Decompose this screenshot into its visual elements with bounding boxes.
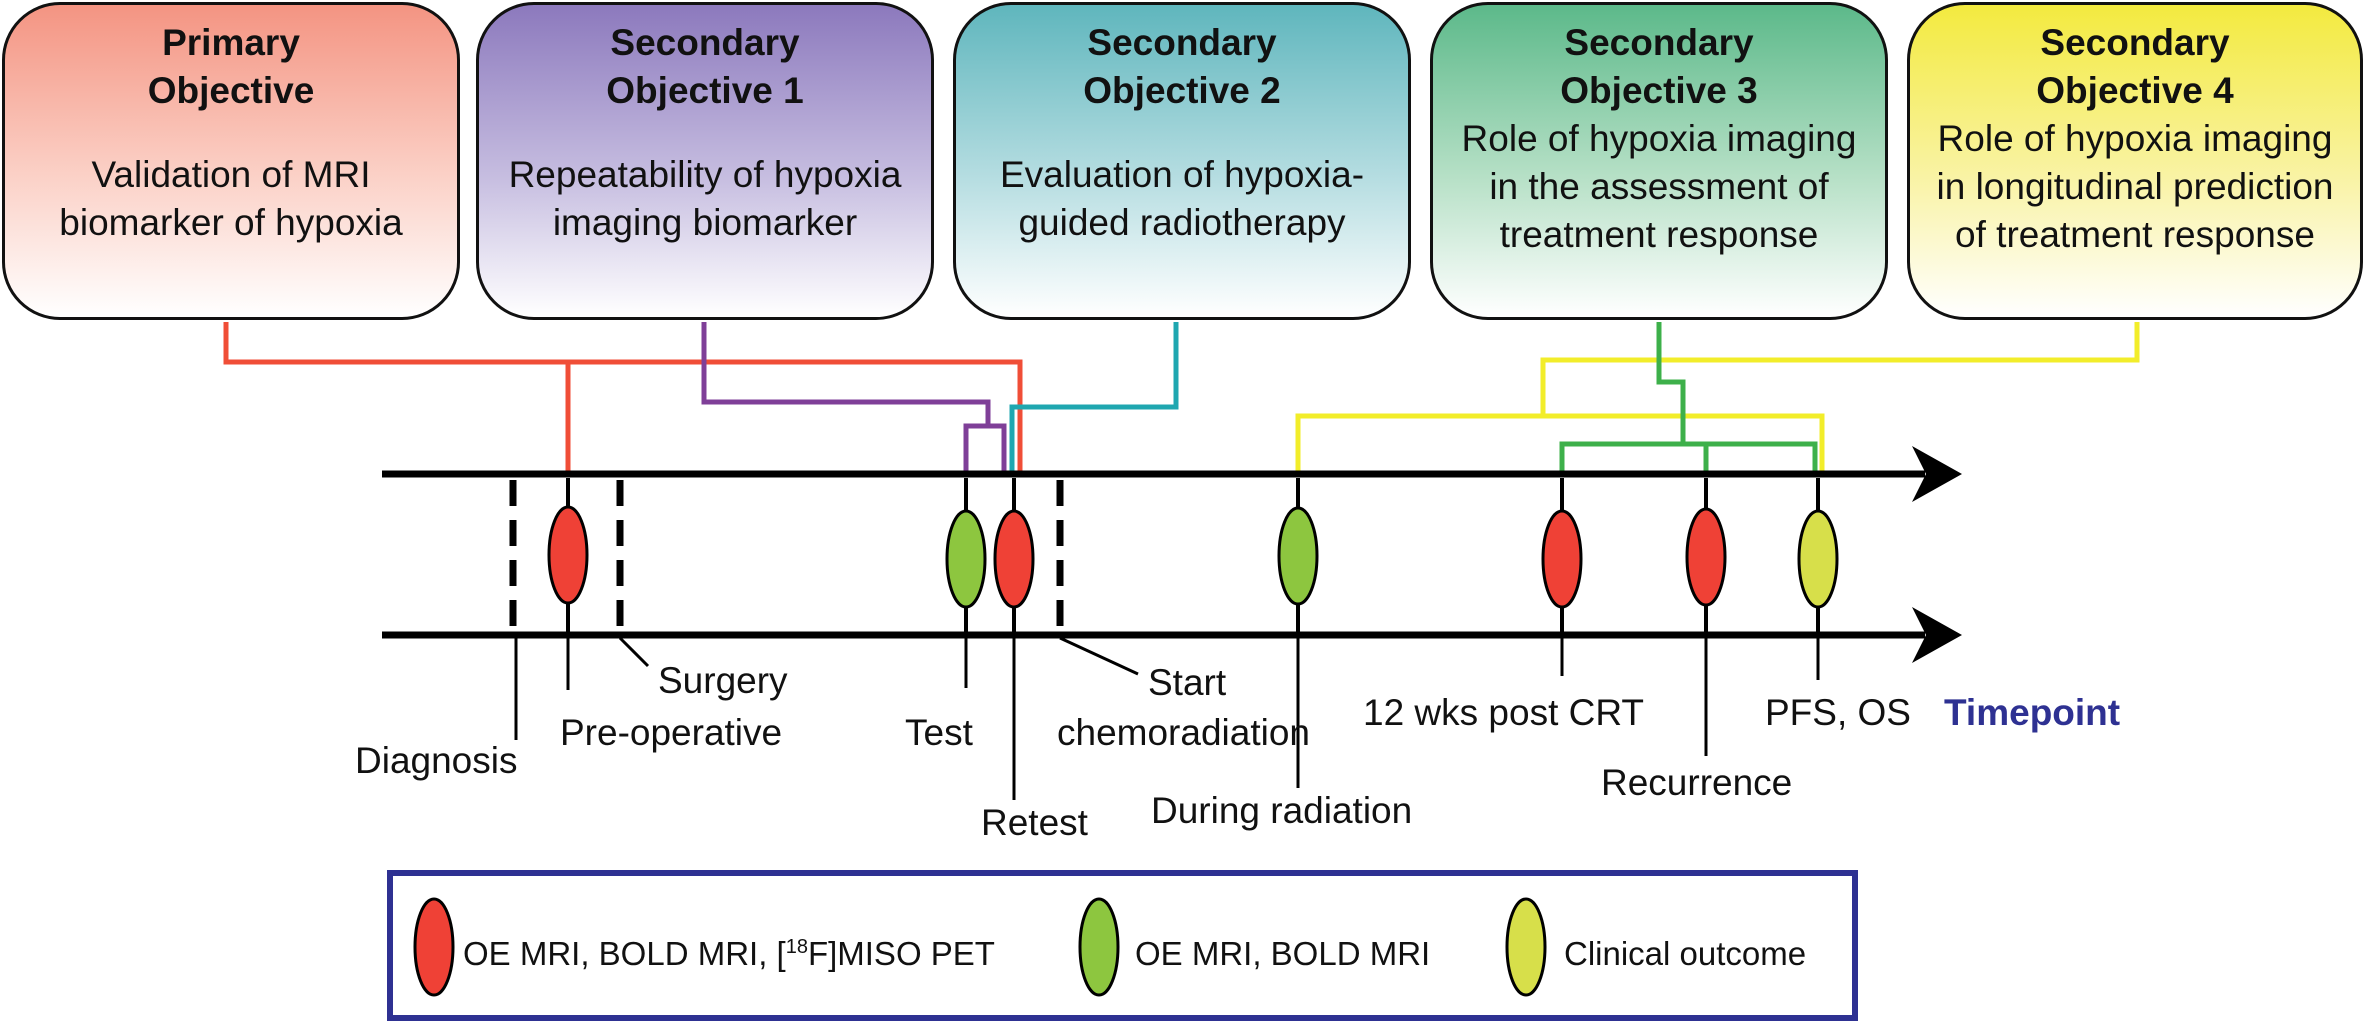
objective-description: Role of hypoxia imaging in the assessmen… (1461, 118, 1857, 255)
secondary2-connector (1009, 322, 1179, 476)
objective-title: Secondary Objective 4 (2036, 22, 2234, 111)
objective-description: Role of hypoxia imaging in longitudinal … (1936, 118, 2334, 255)
legend-marker-red (413, 897, 455, 997)
label-test: Test (905, 712, 973, 753)
objective-title: Primary Objective (147, 22, 315, 111)
start-chemoradiation-leader (1059, 636, 1139, 676)
label-during-radiation: During radiation (1151, 790, 1413, 831)
surgery-leader (618, 636, 650, 668)
label-start-chemoradiation-line1: Start (1148, 662, 1227, 703)
label-diagnosis: Diagnosis (355, 740, 518, 781)
legend-label-yellow: Clinical outcome (1564, 935, 1807, 972)
legend (387, 870, 1858, 1021)
label-retest: Retest (981, 802, 1088, 843)
legend-marker-green (1078, 897, 1120, 997)
objective-title: Secondary Objective 2 (1083, 22, 1281, 111)
label-start-chemoradiation-line2: chemoradiation (1057, 712, 1310, 753)
objective-box-secondary-1: Secondary Objective 1 Repeatability of h… (476, 2, 934, 320)
marker-test (945, 509, 987, 609)
label-leader-lines (514, 636, 1820, 800)
legend-border (387, 870, 1858, 1021)
legend-label-red-sup: 18 (785, 936, 808, 958)
label-recurrence: Recurrence (1601, 762, 1793, 803)
marker-ticks (566, 478, 1820, 632)
label-post-crt: 12 wks post CRT (1363, 692, 1645, 733)
imaging-markers (547, 505, 1839, 609)
objective-title: Secondary Objective 1 (606, 22, 804, 111)
label-surgery: Surgery (658, 660, 788, 701)
objective-box-secondary-4: Secondary Objective 4 Role of hypoxia im… (1907, 2, 2363, 320)
legend-label-red-prefix: OE MRI, BOLD MRI, [ (463, 935, 786, 972)
label-pfs-os: PFS, OS (1765, 692, 1911, 733)
objective-description: Evaluation of hypoxia-guided radiotherap… (999, 154, 1365, 243)
secondary4-connector (1540, 322, 2140, 416)
marker-post-crt (1541, 509, 1583, 609)
marker-recurrence (1685, 507, 1727, 607)
label-pre-operative: Pre-operative (560, 712, 783, 753)
secondary4-connector-lines (1295, 322, 2140, 476)
secondary1-connector-fork (963, 423, 1007, 476)
primary-connector (223, 322, 1023, 476)
secondary1-connector (701, 322, 991, 426)
secondary4-connector-fork (1295, 413, 1825, 476)
legend-label-green: OE MRI, BOLD MRI (1135, 935, 1431, 972)
marker-pfs-os (1797, 509, 1839, 609)
timeline-upper (382, 446, 1962, 502)
objective-title: Secondary Objective 3 (1560, 22, 1758, 111)
objective-box-secondary-3: Secondary Objective 3 Role of hypoxia im… (1430, 2, 1888, 320)
secondary3-connector-lines (1559, 322, 1818, 476)
dashed-markers (509, 480, 1064, 632)
marker-pre-operative (547, 505, 589, 605)
marker-retest (993, 509, 1035, 609)
secondary1-connector-lines (701, 322, 1007, 476)
secondary3-connector (1656, 322, 1686, 444)
legend-label-red-suffix: F]MISO PET (807, 935, 995, 972)
objective-box-secondary-2: Secondary Objective 2 Evaluation of hypo… (953, 2, 1411, 320)
marker-during-radiation (1277, 506, 1319, 606)
objective-box-primary: Primary Objective Validation of MRI biom… (2, 2, 460, 320)
legend-label-red: OE MRI, BOLD MRI, [18F]MISO PET (463, 935, 995, 973)
legend-marker-yellow (1505, 897, 1547, 997)
objective-description: Repeatability of hypoxia imaging biomark… (508, 154, 902, 243)
objective-description: Validation of MRI biomarker of hypoxia (59, 154, 403, 243)
timepoint-heading: Timepoint (1944, 692, 2121, 733)
primary-connector-lines (223, 322, 1023, 476)
secondary3-connector-fork (1559, 441, 1818, 476)
timeline-lower (382, 607, 1962, 663)
